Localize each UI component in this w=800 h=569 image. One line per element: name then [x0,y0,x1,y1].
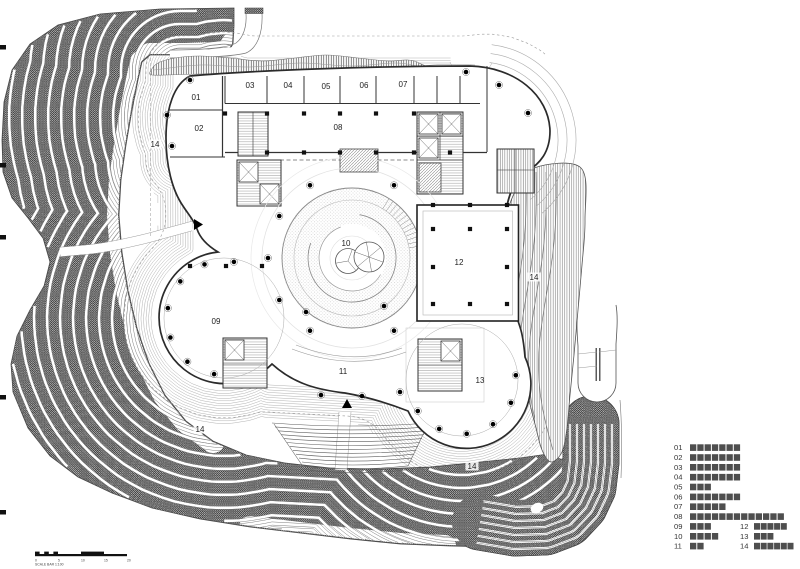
svg-text:0: 0 [35,559,37,563]
svg-text:12: 12 [455,258,464,267]
svg-text:14: 14 [196,425,205,434]
svg-text:04: 04 [284,81,293,90]
svg-text:SCALE BAR 1:100: SCALE BAR 1:100 [35,563,64,567]
svg-text:13: 13 [476,376,485,385]
svg-text:08: 08 [334,123,343,132]
svg-text:14: 14 [740,542,748,551]
svg-text:13: 13 [740,532,748,541]
svg-text:04: 04 [674,473,682,482]
svg-text:10: 10 [342,239,351,248]
svg-text:10: 10 [81,559,85,563]
svg-text:14: 14 [468,462,477,471]
svg-text:15: 15 [104,559,108,563]
svg-text:05: 05 [322,82,331,91]
svg-text:20: 20 [127,559,131,563]
svg-text:01: 01 [192,93,201,102]
svg-text:05: 05 [674,483,682,492]
svg-text:5: 5 [58,559,60,563]
svg-text:01: 01 [674,443,682,452]
svg-text:07: 07 [674,502,682,511]
svg-text:11: 11 [339,367,348,376]
svg-text:12: 12 [740,522,748,531]
svg-text:08: 08 [674,512,682,521]
svg-text:02: 02 [195,124,204,133]
svg-text:07: 07 [399,80,408,89]
svg-text:02: 02 [674,453,682,462]
svg-text:10: 10 [674,532,682,541]
svg-text:03: 03 [246,81,255,90]
svg-text:06: 06 [360,81,369,90]
svg-text:09: 09 [212,317,221,326]
svg-text:11: 11 [674,542,682,551]
svg-text:06: 06 [674,492,682,501]
svg-text:14: 14 [530,273,539,282]
svg-text:14: 14 [151,140,160,149]
svg-text:09: 09 [674,522,682,531]
svg-text:03: 03 [674,463,682,472]
